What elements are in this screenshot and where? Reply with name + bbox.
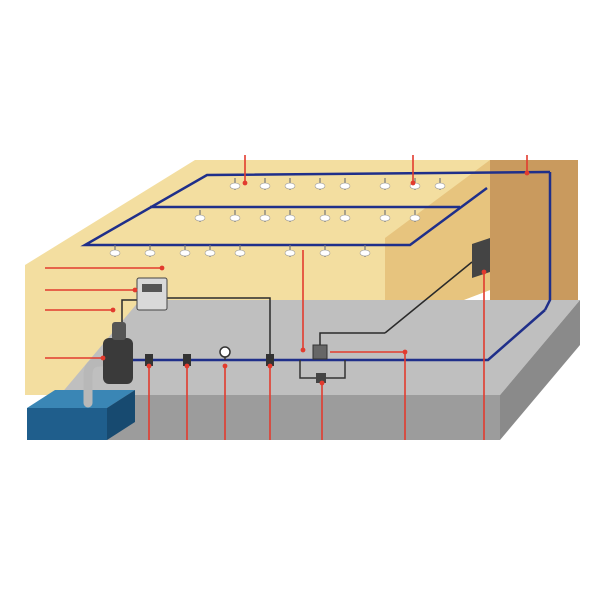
suction-pipe <box>83 357 117 408</box>
wall-inner-shadow <box>385 160 490 330</box>
nozzle-icon <box>259 182 271 190</box>
water-tank <box>27 390 135 440</box>
nozzle-icon <box>109 249 121 257</box>
inline-components <box>145 346 274 366</box>
pump-motor-head <box>112 322 126 340</box>
callout-dot <box>300 347 306 353</box>
nozzle-icon <box>259 214 271 222</box>
callout-dot <box>242 180 248 186</box>
pump-icon <box>103 338 133 384</box>
high-pressure-pump <box>103 322 133 384</box>
panel-to-valve-wire <box>167 297 271 360</box>
callout-lines <box>45 155 530 440</box>
manifold-icon <box>312 344 328 360</box>
nozzle-icon <box>229 182 241 190</box>
nozzle-icon <box>409 214 421 222</box>
nozzle-icon <box>359 249 371 257</box>
main-pipe-segment <box>133 309 546 362</box>
water-tank-front <box>27 408 107 440</box>
control-panel <box>136 277 168 311</box>
control-wires <box>121 261 473 360</box>
callout-dot <box>481 269 487 275</box>
nozzle-icon <box>319 249 331 257</box>
gauge-icon <box>219 346 231 358</box>
humidistat <box>472 238 490 278</box>
callout-dot <box>159 265 165 271</box>
nozzle-icon <box>204 249 216 257</box>
callout-dot <box>524 170 530 176</box>
bypass-valve-icon <box>316 373 326 383</box>
nozzle-icon <box>339 182 351 190</box>
sensor-icon <box>472 238 490 278</box>
nozzle-icon <box>284 182 296 190</box>
callout-dot <box>184 363 190 369</box>
nozzle-icon <box>229 214 241 222</box>
valve-icon <box>266 354 274 366</box>
control-panel-icon <box>136 277 168 311</box>
callout-dot <box>100 355 106 361</box>
water-tank-side <box>107 390 135 440</box>
nozzle-icon <box>284 249 296 257</box>
control-panel-screen <box>142 284 162 292</box>
pump-to-panel-wire <box>121 299 137 322</box>
nozzle-icon <box>319 214 331 222</box>
nozzle-icon <box>194 214 206 222</box>
nozzle-icon <box>144 249 156 257</box>
callout-dot <box>410 180 416 186</box>
callout-dot <box>319 380 325 386</box>
callout-dot <box>146 363 152 369</box>
nozzle-icon <box>379 214 391 222</box>
callout-dot <box>222 363 228 369</box>
riser-pipe-segment <box>543 172 552 311</box>
nozzle-icon <box>314 182 326 190</box>
nozzle-icon <box>179 249 191 257</box>
water-tank-top <box>27 390 135 408</box>
manifold-wire <box>319 332 385 345</box>
nozzle-icon <box>379 182 391 190</box>
valve-icon <box>183 354 191 366</box>
ceiling-nozzle-loop <box>80 170 551 247</box>
nozzle-icon <box>339 214 351 222</box>
ceiling-loop-outer <box>80 170 551 247</box>
humidistat-wire <box>384 261 473 334</box>
callout-dot <box>132 287 138 293</box>
main-supply-pipe <box>133 172 552 362</box>
nozzle-icon <box>234 249 246 257</box>
side-wall <box>490 160 578 300</box>
nozzle-icon <box>284 214 296 222</box>
floor-front <box>60 395 500 440</box>
bypass-manifold <box>299 344 346 383</box>
floor-right-face <box>500 300 580 440</box>
callout-dot <box>267 363 273 369</box>
filter-icon <box>145 354 153 366</box>
callout-dot <box>110 307 116 313</box>
nozzle-icon <box>434 182 446 190</box>
nozzle-lines <box>109 178 446 257</box>
